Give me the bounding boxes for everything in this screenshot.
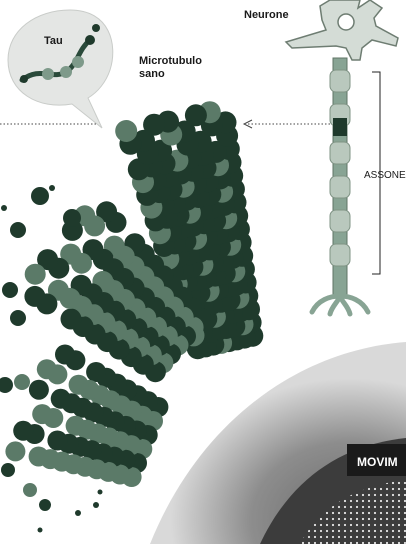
tubulin-bead: [25, 264, 46, 285]
tubulin-bead: [47, 431, 67, 451]
axon-segment: [330, 210, 350, 232]
tubulin-bead: [185, 104, 207, 126]
tau-bead: [60, 66, 72, 78]
axon-label: ASSONE: [364, 170, 406, 181]
tau-bead: [85, 35, 95, 45]
microtubule-label-line2: sano: [139, 68, 165, 80]
axon-segment: [330, 176, 350, 198]
tau-label: Tau: [44, 35, 63, 47]
tubulin-bead: [29, 380, 49, 400]
tubulin-bead: [115, 120, 137, 142]
neuron-label: Neurone: [244, 9, 289, 21]
tubulin-bead: [1, 463, 15, 477]
tubulin-bead: [93, 502, 99, 508]
loose-fragments: [0, 185, 103, 533]
tau-bead: [72, 56, 84, 68]
tubulin-bead: [24, 286, 45, 307]
tubulin-bead: [29, 447, 49, 467]
tubulin-bead: [51, 389, 71, 409]
tubulin-bead: [66, 416, 86, 436]
tubulin-bead: [10, 310, 26, 326]
tubulin-bead: [55, 345, 75, 365]
tubulin-bead: [69, 375, 89, 395]
tubulin-bead: [38, 528, 43, 533]
axon-segment-dark: [333, 118, 347, 136]
tubulin-bead: [0, 377, 13, 393]
tubulin-bead: [5, 441, 25, 461]
tubulin-bead: [31, 187, 49, 205]
axon-segment: [330, 142, 350, 164]
tubulin-bead: [86, 362, 106, 382]
movement-label: MOVIM: [357, 455, 398, 469]
tau-bead: [20, 75, 28, 83]
tubulin-bead: [10, 222, 26, 238]
tubulin-bead: [49, 185, 55, 191]
tubulin-bead: [32, 404, 52, 424]
tubulin-bead: [14, 374, 30, 390]
tubulin-bead: [143, 114, 165, 136]
axon-segment: [330, 70, 350, 92]
axon-segment: [330, 244, 350, 266]
tubulin-bead: [13, 421, 33, 441]
tubulin-bead: [75, 510, 81, 516]
tubulin-bead: [39, 499, 51, 511]
tubulin-bead: [1, 205, 7, 211]
microtubule-label-line1: Microtubulo: [139, 55, 202, 67]
tubulin-bead: [2, 282, 18, 298]
tubulin-bead: [61, 309, 82, 330]
tubulin-bead: [98, 490, 103, 495]
neuron-nucleus: [338, 14, 354, 30]
tau-bead: [92, 24, 100, 32]
tubulin-bead: [37, 359, 57, 379]
tau-bead: [42, 68, 54, 80]
tubulin-bead: [63, 209, 81, 227]
tubulin-bead: [23, 483, 37, 497]
axon-terminal: [312, 296, 368, 314]
neuron-icon: [286, 0, 398, 60]
